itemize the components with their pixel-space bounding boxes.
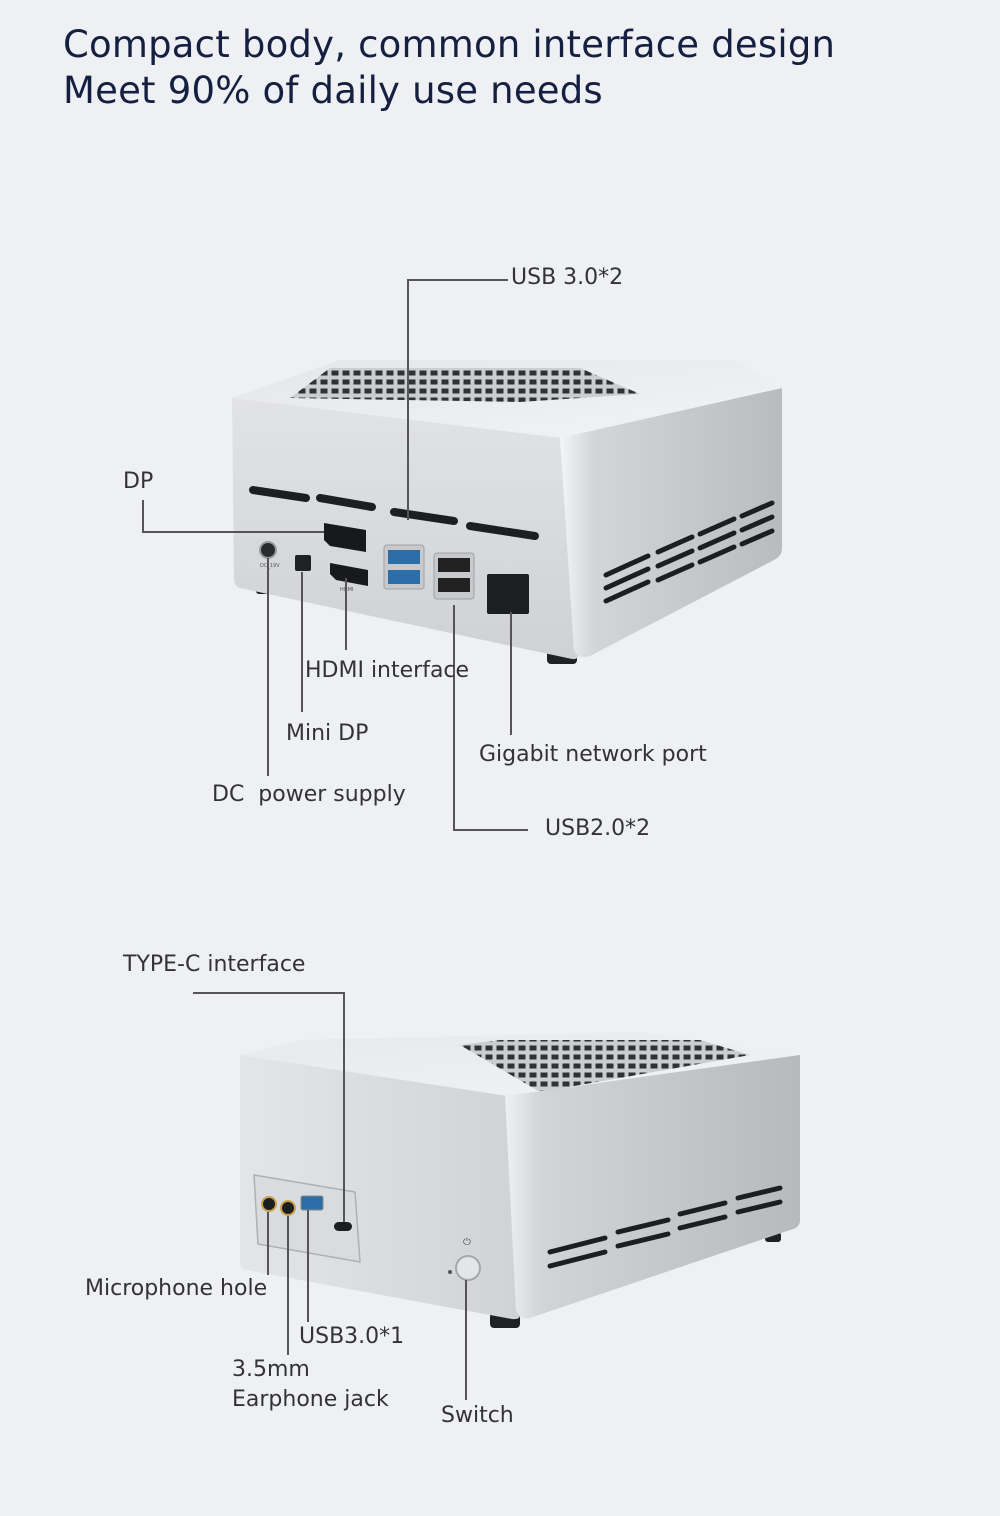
- dc-power-port: [259, 541, 277, 559]
- callout-type-c: TYPE-C interface: [123, 952, 306, 977]
- mini-dp-port: [295, 555, 311, 571]
- front-io-panel: [253, 1174, 361, 1263]
- callout-usb20x2: USB2.0*2: [545, 816, 651, 841]
- front-chassis-top: [240, 1032, 800, 1098]
- callout-microphone: Microphone hole: [85, 1276, 268, 1301]
- callout-earphone-line-2: Earphone jack: [232, 1387, 389, 1412]
- callout-usb30x1: USB3.0*1: [299, 1324, 405, 1349]
- callout-earphone: 3.5mm Earphone jack: [232, 1356, 389, 1414]
- front-chassis-side: [505, 1055, 800, 1319]
- dc-power-port-mark: DC_19V: [260, 563, 280, 569]
- callout-mini-dp: Mini DP: [286, 721, 369, 746]
- front-top-vent-grille: [460, 1040, 750, 1092]
- rear-side-vents: [603, 500, 775, 604]
- microphone-hole: [261, 1196, 277, 1212]
- front-side-vents: [547, 1185, 783, 1269]
- power-symbol: ⏻: [463, 1237, 471, 1248]
- usb30-front-port: [300, 1195, 324, 1211]
- rear-panel-slots: [249, 486, 539, 540]
- headline-line-1: Compact body, common interface design: [63, 23, 836, 66]
- rear-chassis-panel: [232, 398, 578, 660]
- power-led: [448, 1270, 452, 1274]
- callout-gigabit: Gigabit network port: [479, 742, 707, 767]
- callout-switch: Switch: [441, 1403, 514, 1428]
- front-feet: [260, 1230, 781, 1328]
- usb30-ports: [383, 544, 425, 590]
- callout-earphone-line-1: 3.5mm: [232, 1357, 310, 1382]
- callout-usb30x2: USB 3.0*2: [511, 265, 624, 290]
- earphone-jack: [280, 1200, 296, 1216]
- callout-dc-power: DC power supply: [212, 782, 406, 807]
- headline: Compact body, common interface design Me…: [63, 22, 835, 114]
- front-chassis-panel: [240, 1055, 520, 1320]
- rear-top-vent-grille: [290, 368, 640, 402]
- callout-hdmi: HDMI interface: [305, 658, 470, 683]
- type-c-port: [334, 1222, 352, 1231]
- hdmi-port: [330, 563, 368, 586]
- power-button: [455, 1255, 481, 1281]
- headline-line-2: Meet 90% of daily use needs: [63, 69, 603, 112]
- usb20-ports: [433, 552, 475, 600]
- ethernet-port: [487, 574, 529, 614]
- rear-view-illustration: DC_19V HDMI: [142, 279, 782, 831]
- callout-dp: DP: [123, 469, 154, 494]
- dp-port: [324, 523, 366, 552]
- rear-chassis-side: [560, 388, 782, 658]
- rear-leader-lines: [142, 279, 528, 831]
